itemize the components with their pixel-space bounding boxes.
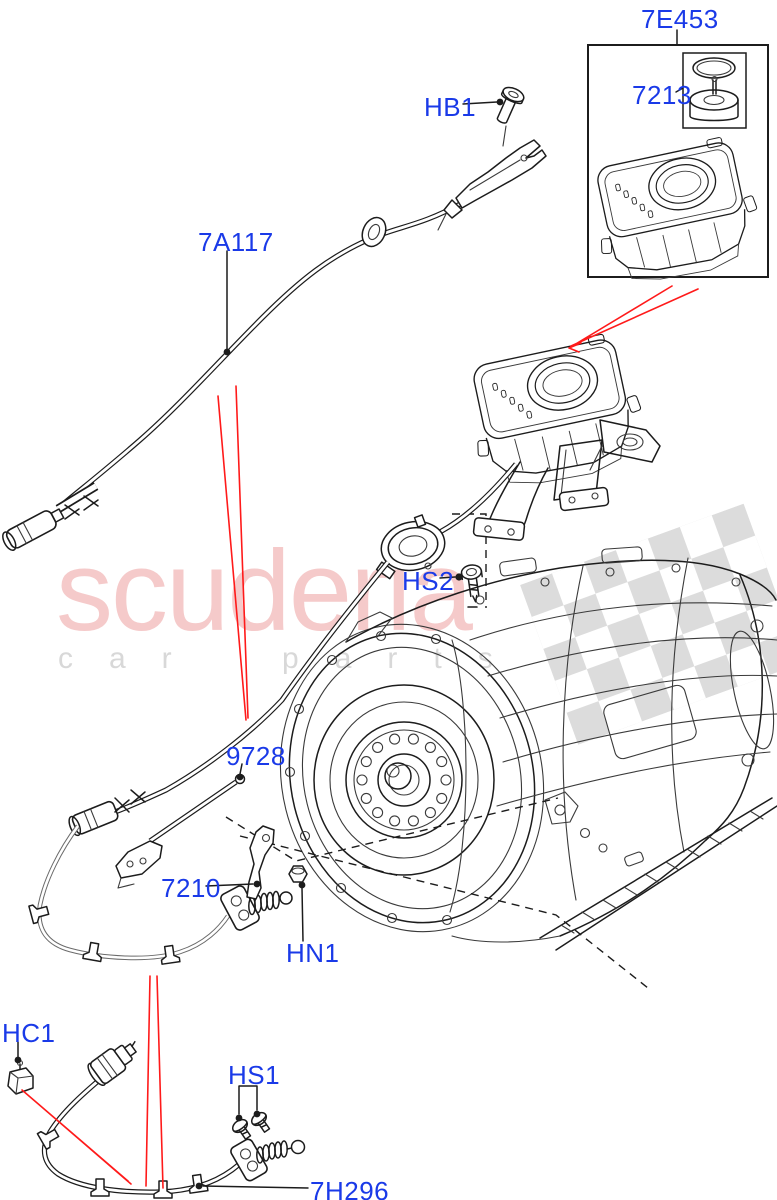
clip-hc1 (7, 1059, 34, 1095)
shift-cable-transmission-end (28, 560, 391, 965)
cable-connector-end (87, 1040, 137, 1087)
part-label-hc1[interactable]: HC1 (2, 1018, 56, 1048)
nut-hn1 (288, 865, 308, 883)
bolt-hs2 (460, 564, 483, 603)
inset-detail-box (582, 29, 769, 293)
part-label-7e453[interactable]: 7E453 (641, 4, 719, 34)
bolt-hs1-a (231, 1118, 252, 1140)
watermark-tagline-text: car parts (58, 642, 529, 675)
cable-grommet (375, 462, 519, 580)
part-label-9728[interactable]: 9728 (226, 741, 286, 771)
selector-lever-7210 (246, 825, 275, 900)
part-label-7a117[interactable]: 7A117 (198, 227, 274, 257)
bolt-hb1 (496, 86, 525, 124)
lever-bracket-9728 (115, 773, 246, 889)
bolt-hs1-b (250, 1111, 271, 1133)
transmission-illustration (279, 546, 777, 951)
cable-adjuster (220, 885, 293, 931)
part-label-hb1[interactable]: HB1 (424, 92, 477, 122)
part-label-hn1[interactable]: HN1 (286, 938, 340, 968)
knob-kit-7213 (689, 57, 739, 122)
part-label-7213[interactable]: 7213 (632, 80, 692, 110)
selector-module-assembly (458, 328, 661, 541)
red-pointer-lines (21, 285, 699, 1189)
part-label-7210[interactable]: 7210 (161, 873, 221, 903)
shift-cable-7a117 (2, 86, 547, 552)
part-label-7h296[interactable]: 7H296 (310, 1176, 390, 1200)
part-label-hs1[interactable]: HS1 (228, 1060, 281, 1090)
cable-adjuster-bottom (230, 1138, 306, 1182)
gearshift-cable-7h296 (36, 1040, 306, 1199)
dashed-leader-lines (225, 513, 649, 989)
part-label-hs2[interactable]: HS2 (402, 566, 455, 596)
label-leaders (14, 98, 504, 1190)
